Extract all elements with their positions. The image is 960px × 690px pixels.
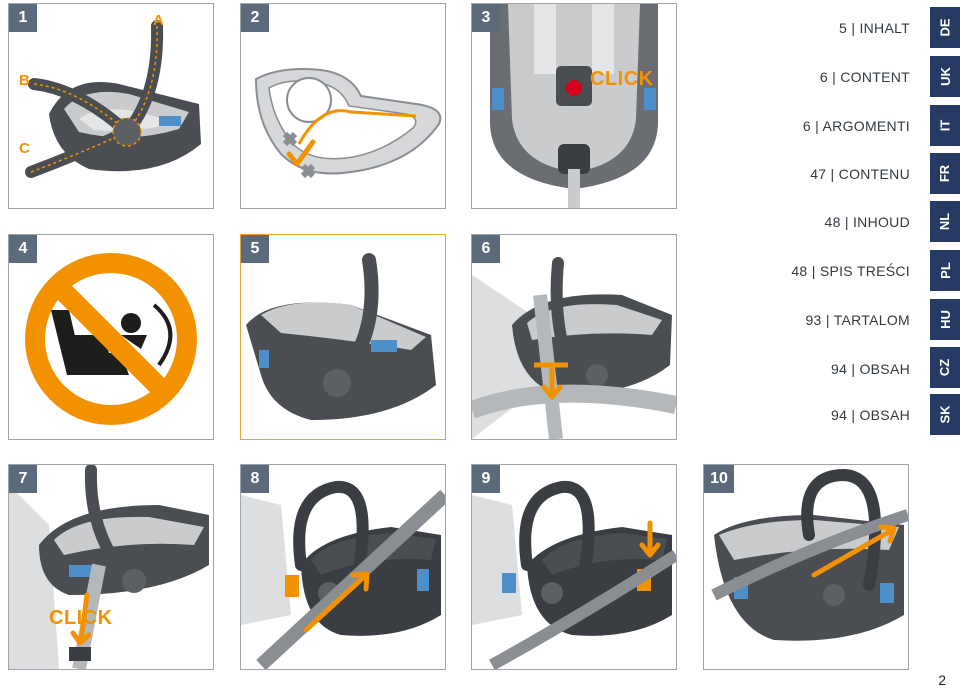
belt-guide-illustration	[472, 480, 676, 669]
panel-6: 6	[471, 234, 677, 440]
panel-number: 5	[241, 235, 269, 263]
toc-item-uk[interactable]: 6 | CONTENT	[819, 69, 910, 85]
language-tab-de[interactable]: DE	[930, 7, 960, 48]
label-b: B	[19, 72, 30, 89]
seat-insert-illustration	[254, 68, 442, 179]
tab-label: UK	[937, 67, 953, 86]
label-c: C	[19, 140, 30, 157]
panel-number: 9	[472, 465, 500, 493]
tab-label: NL	[937, 212, 953, 231]
panel-5: 5	[240, 234, 446, 440]
language-tab-cz[interactable]: CZ	[930, 347, 960, 388]
language-tab-it[interactable]: IT	[930, 105, 960, 146]
toc-item-cz[interactable]: 94 | OBSAH	[830, 361, 910, 377]
label-a: A	[153, 12, 164, 29]
panel-4: 4	[8, 234, 214, 440]
panel-9: 9	[471, 464, 677, 670]
tab-label: CZ	[937, 358, 953, 377]
panel-7: 7 CLICK	[8, 464, 214, 670]
panel-number: 1	[9, 4, 37, 32]
language-tab-sk[interactable]: SK	[930, 394, 960, 435]
tab-label: PL	[937, 262, 953, 279]
language-tab-nl[interactable]: NL	[930, 201, 960, 242]
toc-item-fr[interactable]: 47 | CONTENU	[810, 166, 910, 182]
carrier-handle-positions-illustration	[25, 20, 201, 178]
language-tab-pl[interactable]: PL	[930, 250, 960, 291]
toc-item-nl[interactable]: 48 | INHOUD	[824, 214, 910, 230]
panel-number: 4	[9, 235, 37, 263]
belt-tensioned-illustration	[711, 468, 908, 641]
panel-8: 8	[240, 464, 446, 670]
panel-number: 3	[472, 4, 500, 32]
panel-number: 2	[241, 4, 269, 32]
page-number: 2	[938, 672, 946, 688]
shoulder-belt-routing-illustration	[241, 480, 445, 669]
lap-belt-routing-illustration	[472, 257, 676, 439]
tab-label: DE	[937, 18, 953, 37]
panel-number: 6	[472, 235, 500, 263]
panel-number: 7	[9, 465, 37, 493]
click-label: CLICK	[590, 68, 654, 90]
toc-item-de[interactable]: 5 | INHALT	[839, 20, 910, 36]
click-label: CLICK	[49, 607, 113, 629]
panel-number: 8	[241, 465, 269, 493]
airbag-warning-icon	[25, 253, 197, 425]
tab-label: IT	[937, 119, 953, 132]
carrier-handle-upright-illustration	[246, 253, 436, 420]
harness-buckle-illustration	[490, 4, 658, 208]
tab-label: HU	[937, 310, 953, 329]
panel-1: 1 A B C	[8, 3, 214, 209]
tab-label: SK	[937, 405, 953, 424]
language-tab-uk[interactable]: UK	[930, 56, 960, 97]
toc-item-it[interactable]: 6 | ARGOMENTI	[802, 118, 910, 134]
panel-3: 3 CLICK	[471, 3, 677, 209]
panel-2: 2	[240, 3, 446, 209]
language-tab-fr[interactable]: FR	[930, 153, 960, 194]
tab-label: FR	[937, 164, 953, 183]
toc-item-sk[interactable]: 94 | OBSAH	[830, 407, 910, 423]
belt-buckle-click-illustration	[9, 465, 209, 669]
language-tab-hu[interactable]: HU	[930, 299, 960, 340]
toc-item-pl[interactable]: 48 | SPIS TREŚCI	[791, 263, 910, 279]
panel-10: 10	[703, 464, 909, 670]
toc-item-hu[interactable]: 93 | TARTALOM	[805, 312, 910, 328]
panel-number: 10	[704, 465, 734, 493]
